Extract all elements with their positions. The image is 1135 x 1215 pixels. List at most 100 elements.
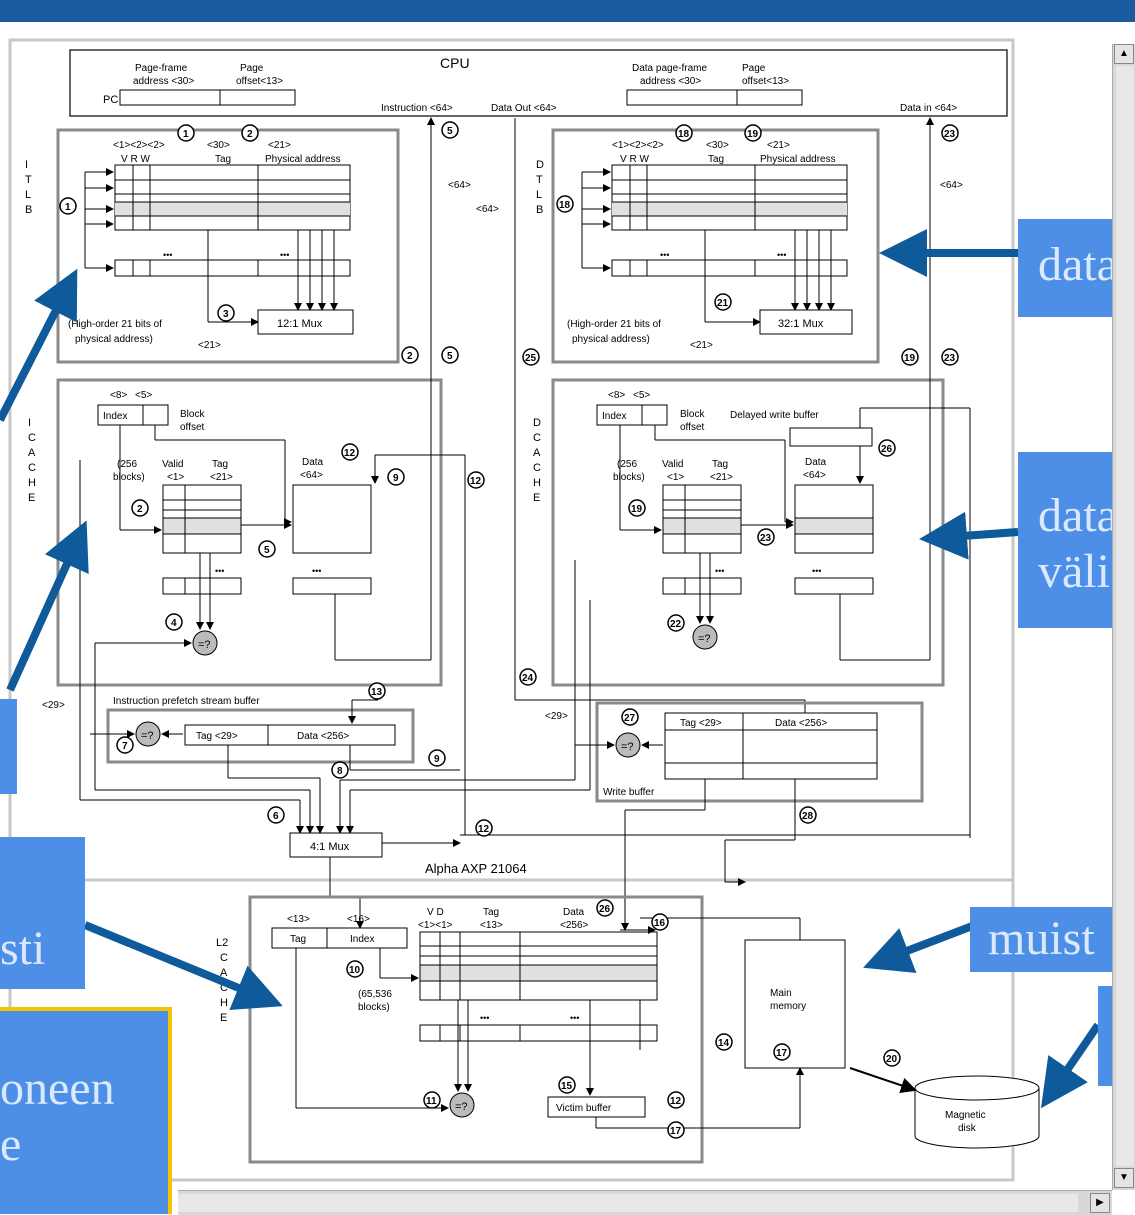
step-marker-circle [346, 960, 364, 978]
icache-tag-bottom [162, 577, 242, 595]
data-in-bus-label: Data in <64> [900, 103, 957, 114]
step-marker-circle [901, 348, 919, 366]
l2-letter-2: C [220, 952, 228, 964]
dcache-bits-29: <29> [545, 711, 568, 722]
scroll-right-button[interactable]: ▶ [1090, 1193, 1110, 1213]
horizontal-scroll-track[interactable] [178, 1194, 1078, 1212]
step-marker-label: 2 [407, 351, 413, 362]
l2-data-256-2: <256> [560, 920, 589, 931]
step-marker-circle [401, 346, 419, 364]
step-marker-circle [799, 806, 817, 824]
main-mux-label: 4:1 Mux [310, 841, 350, 853]
step-marker-circle [131, 499, 149, 517]
step-marker-circle [59, 197, 77, 215]
arrow-to-memory [863, 921, 977, 974]
step-marker-circle [258, 540, 276, 558]
horizontal-scrollbar[interactable]: ▶ [178, 1190, 1112, 1215]
dtlb-bottom-row [611, 259, 848, 277]
vertical-scrollbar[interactable]: ▲ ▼ [1112, 44, 1135, 1190]
dtlb-tag-label: Tag [708, 154, 724, 165]
prefetch-buffer-row [184, 724, 396, 746]
l2-index-bits: <16> [347, 914, 370, 925]
step-marker-label: 9 [393, 473, 399, 484]
icache-compare [192, 630, 218, 656]
icache-letter-4: C [28, 462, 36, 474]
step-marker-label: 25 [525, 353, 537, 364]
step-marker-label: 4 [171, 618, 177, 629]
itlb-field-30: <30> [207, 140, 230, 151]
step-marker-circle [667, 1091, 685, 1109]
itlb-table [114, 164, 351, 231]
icache-data-bottom [292, 577, 372, 595]
icache-letter-6: E [28, 492, 35, 504]
step-marker-circle [941, 348, 959, 366]
delayed-write-buffer [789, 427, 873, 447]
l2-cache-box [248, 895, 704, 1164]
icache-letter-5: H [28, 477, 36, 489]
step-marker-label: 5 [264, 545, 270, 556]
step-marker-circle [667, 614, 685, 632]
dtlb-ellipsis-1: ••• [660, 250, 669, 260]
itlb-ellipsis-1: ••• [163, 250, 172, 260]
step-marker-circle [522, 348, 540, 366]
step-marker-circle [331, 761, 349, 779]
dtlb-mux-label: 32:1 Mux [778, 318, 824, 330]
scroll-up-button[interactable]: ▲ [1114, 44, 1134, 64]
icache-letter-1: I [28, 417, 31, 429]
step-marker-circle [596, 899, 614, 917]
dcache-compare [692, 624, 718, 650]
step-marker-label: 16 [654, 918, 666, 929]
step-marker-label: 10 [349, 965, 361, 976]
step-marker-label: 12 [670, 1096, 682, 1107]
step-marker-circle [667, 1121, 685, 1139]
dcache-letter-5: H [533, 477, 541, 489]
l2-ellipsis-2: ••• [570, 1013, 579, 1023]
itlb-letter-4: B [25, 204, 32, 216]
scroll-down-button[interactable]: ▼ [1114, 1168, 1134, 1188]
dtlb-ellipsis-2: ••• [777, 250, 786, 260]
l2-tag-13-2: <13> [480, 920, 503, 931]
write-buffer-label: Write buffer [603, 787, 655, 798]
step-marker-circle [267, 806, 285, 824]
icache-letter-2: C [28, 432, 36, 444]
itlb-high-order-2: physical address) [75, 334, 153, 345]
icache-tag-highlight [162, 517, 242, 535]
step-marker-circle [241, 124, 259, 142]
dtlb-field-30: <30> [706, 140, 729, 151]
dcache-data-2: <64> [803, 470, 826, 481]
itlb-letter-2: T [25, 174, 32, 186]
data-page-frame-label-2: address <30> [640, 76, 701, 87]
arrow-to-icache [6, 520, 89, 692]
delayed-write-buffer-label: Delayed write buffer [730, 410, 819, 421]
l2-bottom-row [419, 1024, 658, 1042]
callout-itlb-edge [0, 699, 17, 794]
dtlb-letter-1: D [536, 159, 544, 171]
step-marker-circle [441, 346, 459, 364]
pc-label: PC [103, 94, 118, 106]
step-marker-label: 23 [760, 533, 772, 544]
step-marker-label: 2 [137, 504, 143, 515]
l2-letter-5: H [220, 997, 228, 1009]
step-marker-label: 28 [802, 811, 814, 822]
data-page-offset-label-1: Page [742, 63, 766, 74]
vertical-scroll-track[interactable] [1116, 66, 1134, 1166]
step-marker-label: 18 [559, 200, 571, 211]
data-in-bits-64: <64> [940, 180, 963, 191]
dcache-valid-2: <1> [667, 472, 684, 483]
title-bar [0, 0, 1135, 22]
step-marker-circle [651, 913, 669, 931]
itlb-physical-address-label: Physical address [265, 154, 341, 165]
step-marker-label: 19 [747, 129, 759, 140]
itlb-box [56, 128, 400, 364]
icache-data-2: <64> [300, 470, 323, 481]
step-marker-label: 17 [670, 1126, 682, 1137]
prefetch-compare-label: =? [141, 730, 154, 742]
victim-buffer-label: Victim buffer [556, 1103, 612, 1114]
itlb-vrw: V R W [121, 154, 150, 165]
callout-yellow: oneen e [0, 1007, 172, 1214]
itlb-field-21: <21> [268, 140, 291, 151]
icache-tag-2: <21> [210, 472, 233, 483]
dtlb-letter-3: L [536, 189, 542, 201]
magnetic-disk-top [914, 1075, 1040, 1101]
icache-data-1: Data [302, 457, 324, 468]
